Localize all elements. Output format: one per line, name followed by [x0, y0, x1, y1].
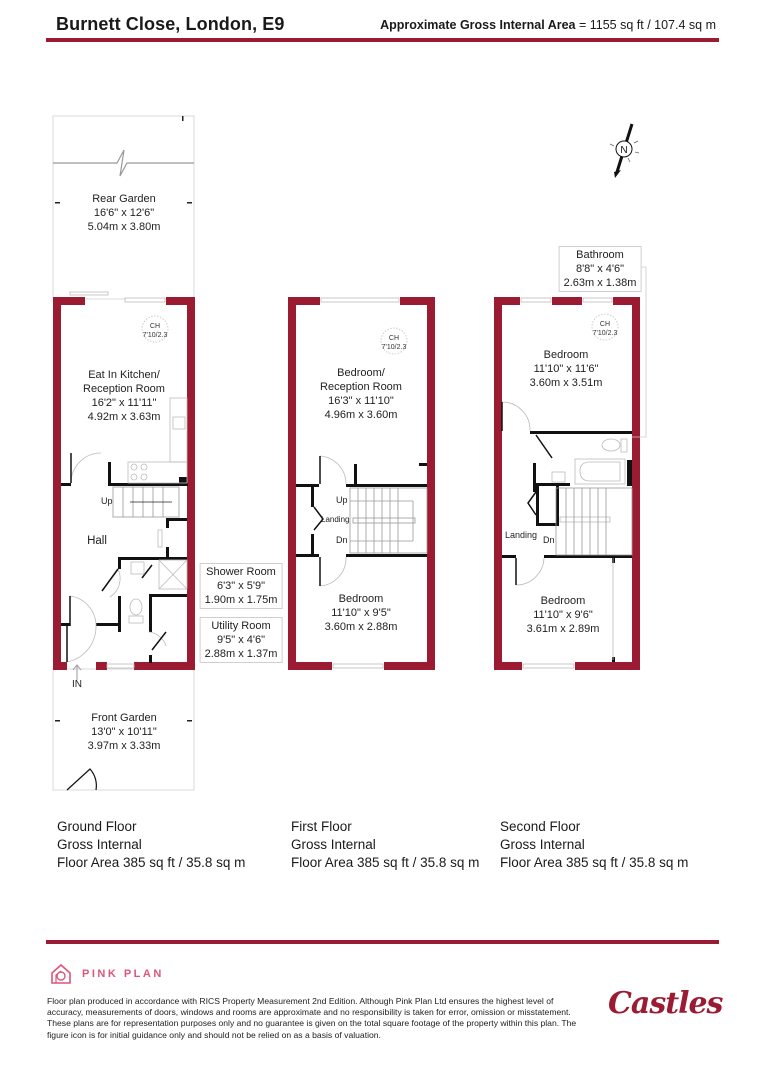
ceiling-height-second: CH 7'10/2.3 [592, 321, 618, 337]
room-metric: 3.60m x 3.51m [529, 377, 603, 389]
area-value: = 1155 sq ft / 107.4 sq m [578, 18, 716, 32]
disclaimer-text: Floor plan produced in accordance with R… [47, 996, 577, 1040]
room-name: Front Garden [91, 712, 157, 724]
room-name-1: Eat In Kitchen/ [88, 369, 160, 381]
room-bedroom: Bedroom 11'10" x 9'5" 3.60m x 2.88m [325, 592, 398, 634]
ceiling-height-first: CH 7'10/2.3 [381, 335, 407, 351]
room-name: Utility Room [211, 620, 271, 632]
room-metric: 4.96m x 3.60m [324, 409, 398, 421]
room-name: Rear Garden [92, 193, 156, 205]
room-utility-room: Utility Room 9'5" x 4'6" 2.88m x 1.37m [199, 617, 283, 663]
room-name: Bedroom [540, 595, 586, 607]
floor-plan-drawing: N [52, 115, 647, 791]
room-bedroom-lower: Bedroom 11'10" x 9'6" 3.61m x 2.89m [527, 594, 600, 636]
brand-name: PINK PLAN [82, 968, 164, 980]
summary-second-floor: Second Floor Gross Internal Floor Area 3… [500, 819, 689, 870]
room-metric: 1.90m x 1.75m [204, 594, 278, 606]
room-name-2: Reception Room [320, 381, 402, 393]
header-divider [46, 38, 719, 42]
room-metric: 3.61m x 2.89m [526, 623, 600, 635]
room-bathroom: Bathroom 8'8" x 4'6" 2.63m x 1.38m [558, 246, 642, 292]
room-name-2: Reception Room [83, 383, 165, 395]
room-imperial: 11'10" x 9'5" [331, 607, 391, 619]
room-shower-room: Shower Room 6'3" x 5'9" 1.90m x 1.75m [199, 563, 283, 609]
room-imperial: 11'10" x 9'6" [533, 609, 593, 621]
gross-internal-area: Approximate Gross Internal Area = 1155 s… [380, 18, 716, 32]
rear-garden-outline [52, 115, 195, 300]
room-metric: 4.92m x 3.63m [87, 411, 161, 423]
summary-first-floor: First Floor Gross Internal Floor Area 38… [291, 819, 480, 870]
footer-divider [46, 940, 719, 944]
room-name: Bedroom [543, 349, 589, 361]
svg-text:N: N [620, 145, 627, 156]
room-name-1: Bedroom/ [337, 367, 385, 379]
room-kitchen-reception: Eat In Kitchen/ Reception Room 16'2" x 1… [83, 368, 165, 424]
castles-logo: Castles [608, 986, 723, 1021]
room-metric: 2.88m x 1.37m [204, 648, 278, 660]
stairs-down-label: Dn [543, 535, 555, 545]
summary-ground-floor: Ground Floor Gross Internal Floor Area 3… [57, 819, 246, 870]
landing-label: Landing [321, 515, 350, 524]
area-label: Approximate Gross Internal Area [380, 18, 576, 32]
room-imperial: 6'3" x 5'9" [216, 580, 266, 592]
stairs-up-label: Up [101, 496, 113, 506]
room-imperial: 11'10" x 11'6" [533, 363, 599, 375]
stairs-up-label: Up [336, 495, 348, 505]
ceiling-height-ground: CH 7'10/2.3 [142, 323, 168, 339]
room-bedroom-reception: Bedroom/ Reception Room 16'3" x 11'10" 4… [320, 366, 402, 422]
room-metric: 2.63m x 1.38m [563, 277, 637, 289]
property-address: Burnett Close, London, E9 [56, 14, 285, 34]
room-metric: 3.60m x 2.88m [324, 621, 398, 633]
room-name: Bedroom [338, 593, 384, 605]
entrance-label: IN [72, 679, 82, 690]
room-hall: Hall [87, 535, 107, 547]
room-imperial: 8'8" x 4'6" [575, 263, 625, 275]
room-metric: 3.97m x 3.33m [87, 740, 161, 752]
room-imperial: 16'2" x 11'11" [91, 397, 157, 409]
room-front-garden: Front Garden 13'0" x 10'11" 3.97m x 3.33… [88, 711, 161, 753]
room-name: Shower Room [206, 566, 276, 578]
landing-label: Landing [505, 530, 538, 540]
room-metric: 5.04m x 3.80m [87, 221, 161, 233]
north-arrow-icon: N [609, 123, 640, 178]
room-imperial: 16'3" x 11'10" [328, 395, 394, 407]
room-imperial: 9'5" x 4'6" [216, 634, 266, 646]
front-garden-outline [52, 668, 195, 791]
room-imperial: 16'6" x 12'6" [93, 207, 155, 219]
room-imperial: 13'0" x 10'11" [91, 726, 157, 738]
house-logo-icon [51, 963, 71, 984]
stairs-down-label: Dn [336, 535, 348, 545]
room-rear-garden: Rear Garden 16'6" x 12'6" 5.04m x 3.80m [88, 192, 161, 234]
pink-plan-brand: PINK PLAN [50, 963, 164, 985]
room-bedroom-upper: Bedroom 11'10" x 11'6" 3.60m x 3.51m [530, 348, 603, 390]
room-name: Bathroom [576, 249, 624, 261]
